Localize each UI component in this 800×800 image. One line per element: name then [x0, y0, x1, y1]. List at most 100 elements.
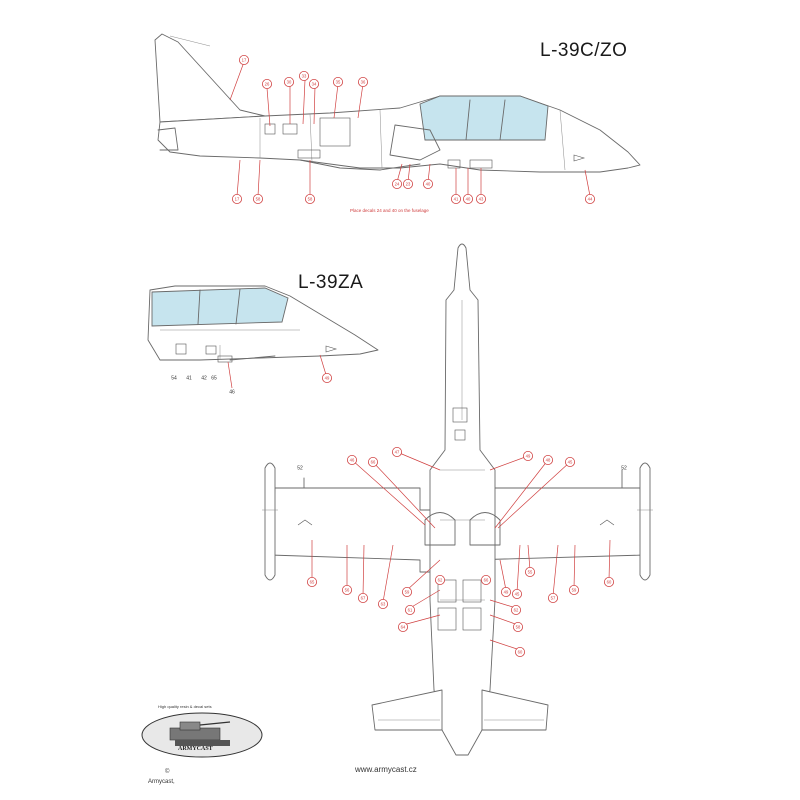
tailplane-left — [371, 689, 443, 731]
decal-callout-number: 47 — [395, 450, 400, 455]
decal-callout-17: 17 — [231, 193, 242, 204]
decal-callout-62: 62 — [434, 575, 445, 586]
decal-callout-number: 54 — [171, 376, 177, 382]
logo-name: ARMYCAST — [178, 746, 213, 752]
decal-callout-number: 41 — [186, 376, 192, 382]
decal-callout-54: 54 — [171, 376, 177, 382]
side-view-top-aircraft — [154, 33, 641, 173]
fin-tip-line — [169, 35, 211, 47]
decal-callout-number: 57 — [551, 596, 556, 601]
decal-callout-number: 45 — [568, 460, 573, 465]
decal-callout-43: 43 — [475, 193, 486, 204]
decal-callout-number: 46 — [350, 458, 355, 463]
tip-tank-right — [639, 462, 651, 581]
decal-callout-65: 65 — [306, 577, 317, 588]
website-link[interactable]: www.armycast.cz — [355, 765, 417, 774]
copyright-owner: Armycast, — [148, 779, 175, 785]
decal-marking — [462, 579, 482, 603]
decal-callout-number: 63 — [381, 602, 386, 607]
fuselage-panel-lines — [440, 300, 485, 601]
decal-callout-number: 41 — [454, 197, 459, 202]
copyright-symbol: © — [165, 769, 170, 775]
side-view-title-l39c-zo: L-39C/ZO — [540, 40, 628, 61]
decal-callout-26: 26 — [261, 79, 272, 90]
wing-root — [299, 159, 421, 171]
decal-callout-58: 58 — [252, 193, 263, 204]
decal-callout-number: 58 — [256, 197, 261, 202]
logo-graphic — [141, 712, 263, 758]
decal-callout-48: 48 — [543, 454, 554, 465]
decal-callout-41: 41 — [186, 376, 192, 382]
decal-callout-64: 64 — [397, 622, 408, 633]
decal-callout-number: 59 — [405, 590, 410, 595]
decal-callout-63: 63 — [377, 599, 388, 610]
exhaust — [157, 127, 179, 151]
decal-callout-number: 67 — [361, 596, 366, 601]
side-view-title-l39za: L-39ZA — [298, 272, 364, 293]
decal-callout-58: 58 — [304, 193, 315, 204]
decal-callout-40: 40 — [422, 178, 433, 189]
decal-callout-number: 66 — [371, 460, 376, 465]
decal-callout-number: 30 — [287, 80, 292, 85]
logo-tagline: High quality resin & decal sets — [158, 704, 212, 709]
nose-gear-door — [229, 355, 276, 361]
decal-callout-number: 35 — [336, 80, 341, 85]
decal-callout-60: 60 — [515, 647, 526, 658]
tip-tank-left — [264, 462, 276, 581]
intake-right — [469, 512, 501, 546]
decal-marking — [452, 407, 468, 423]
decal-callout-49: 49 — [321, 372, 332, 383]
decal-callout-number: 49 — [526, 454, 531, 459]
decal-callout-67: 67 — [357, 593, 368, 604]
intake-left — [424, 512, 456, 546]
decal-callout-23: 23 — [402, 178, 413, 189]
decal-callout-49: 49 — [500, 587, 511, 598]
decal-callout-33: 33 — [298, 71, 309, 82]
decal-callout-number: 61 — [408, 608, 413, 613]
decal-marking — [319, 117, 351, 147]
canopy-frames — [465, 99, 506, 141]
decal-marking — [175, 343, 187, 355]
decal-callout-number: 55 — [528, 570, 533, 575]
decal-callout-number: 43 — [479, 197, 484, 202]
tailplane-right — [481, 689, 549, 731]
decal-callout-66: 66 — [367, 456, 378, 467]
decal-callout-58: 58 — [513, 622, 524, 633]
decal-callout-number: 34 — [312, 82, 317, 87]
decal-callout-55: 55 — [525, 567, 536, 578]
decal-callout-59: 59 — [401, 587, 412, 598]
decal-marking — [217, 355, 233, 363]
decal-callout-number: 40 — [466, 197, 471, 202]
decal-callout-41: 41 — [450, 193, 461, 204]
decal-callout-52: 52 — [297, 466, 303, 472]
decal-callout-number: 60 — [607, 580, 612, 585]
decal-callout-46: 46 — [346, 454, 357, 465]
decal-callout-number: 58 — [516, 625, 521, 630]
intake — [389, 124, 441, 161]
decal-marking — [573, 154, 586, 162]
decal-callout-46: 46 — [229, 390, 235, 396]
decal-callout-45: 45 — [512, 589, 523, 600]
decal-callout-number: 48 — [546, 458, 551, 463]
tail-fin — [154, 33, 266, 123]
decal-marking — [325, 345, 338, 353]
decal-callout-24: 24 — [391, 178, 402, 189]
decal-callout-number: 59 — [572, 588, 577, 593]
decal-callout-52: 52 — [621, 466, 627, 472]
decal-callout-number: 24 — [395, 182, 400, 187]
decal-callout-number: 40 — [426, 182, 431, 187]
wing-pitots — [303, 469, 623, 489]
decal-callout-number: 17 — [242, 58, 247, 63]
decal-marking — [462, 607, 482, 631]
decal-callout-36: 36 — [357, 77, 368, 88]
decal-callout-number: 60 — [518, 650, 523, 655]
wing-markings — [297, 519, 615, 526]
decal-callout-number: 46 — [229, 390, 235, 396]
decal-callout-65: 65 — [211, 376, 217, 382]
panel-lines — [259, 109, 566, 171]
decal-callout-17: 17 — [238, 55, 249, 66]
decal-callout-42: 42 — [201, 376, 207, 382]
decal-callout-34: 34 — [308, 79, 319, 90]
decal-callout-number: 62 — [438, 578, 443, 583]
